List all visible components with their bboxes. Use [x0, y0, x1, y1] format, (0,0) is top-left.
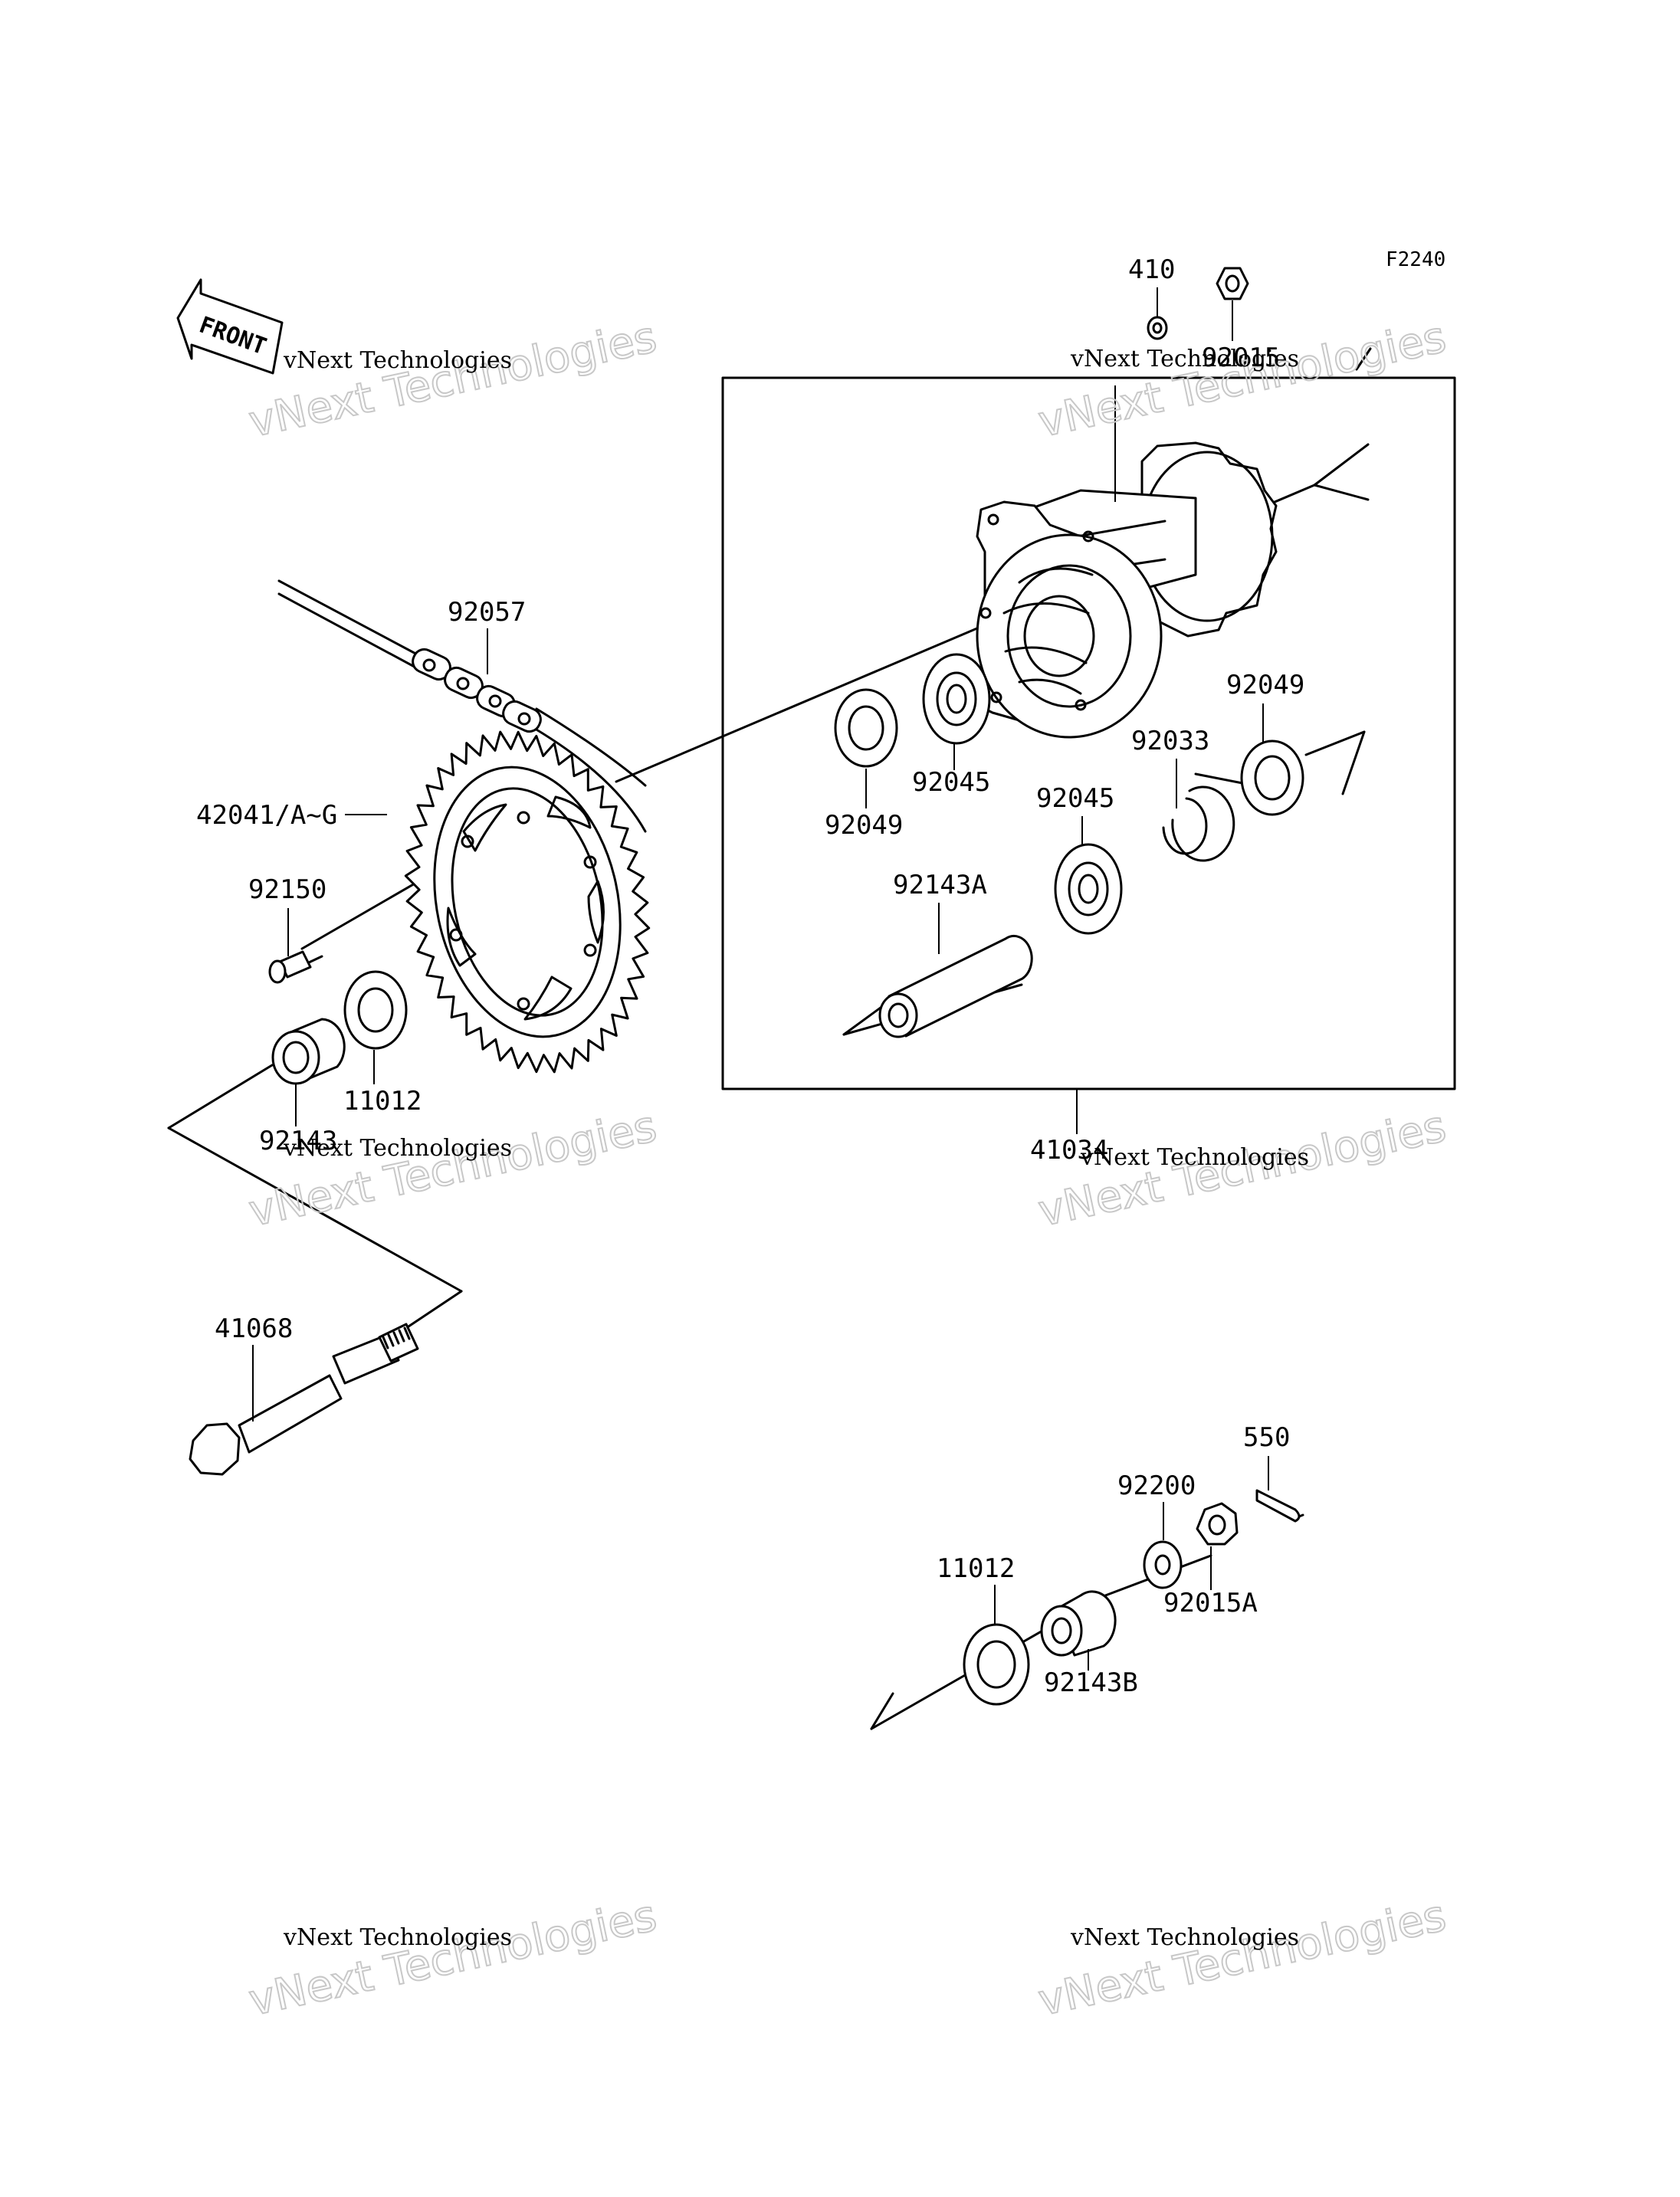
- svg-text:vNext Technologies: vNext Technologies: [283, 1135, 512, 1162]
- hub-assembly-box: [721, 376, 1456, 1090]
- label-11012-upper: 11012: [343, 1086, 422, 1117]
- label-92049-right: 92049: [1226, 670, 1304, 700]
- watermarks: vNext Technologies vNext Technologies vN…: [244, 312, 1451, 2027]
- label-92143: 92143: [259, 1126, 337, 1156]
- svg-text:vNext Technologies: vNext Technologies: [1034, 313, 1450, 448]
- svg-text:vNext Technologies: vNext Technologies: [1070, 346, 1299, 372]
- front-arrow-icon: FRONT: [176, 278, 284, 375]
- part-410-washer-icon: [1147, 316, 1168, 340]
- watermark: vNext Technologies vNext Technologies: [244, 1101, 661, 1238]
- svg-text:vNext Technologies: vNext Technologies: [244, 313, 661, 448]
- part-labels: 410 92015 92057 92049 92033 92045 92049 …: [196, 254, 1304, 1698]
- watermark: vNext Technologies vNext Technologies: [244, 312, 661, 448]
- watermark: vNext Technologies vNext Technologies: [1033, 1101, 1451, 1238]
- label-92049-left: 92049: [825, 810, 903, 841]
- label-550: 550: [1243, 1422, 1290, 1453]
- part-92045-bearing-upper-icon: [922, 653, 991, 745]
- label-92200: 92200: [1117, 1471, 1196, 1501]
- label-92015A: 92015A: [1163, 1588, 1258, 1618]
- part-92150-bolt-icon: [268, 950, 323, 984]
- svg-text:vNext Technologies: vNext Technologies: [283, 347, 512, 374]
- svg-text:vNext Technologies: vNext Technologies: [1034, 1891, 1450, 2026]
- label-92045-lower: 92045: [1036, 783, 1114, 814]
- part-92045-bearing-lower-icon: [1054, 843, 1123, 935]
- part-92033-circlip-icon: [1162, 785, 1235, 862]
- svg-text:vNext Technologies: vNext Technologies: [1080, 1144, 1309, 1171]
- part-92015-nut-icon: [1216, 267, 1249, 300]
- part-92015A-nut-icon: [1196, 1502, 1239, 1546]
- drive-chain: [277, 579, 647, 833]
- part-41068-axle-icon: [189, 1323, 419, 1476]
- label-11012-lower: 11012: [937, 1553, 1015, 1584]
- leader-lines: [252, 287, 1269, 1671]
- label-92033: 92033: [1131, 726, 1209, 756]
- part-92049-seal-right-icon: [1240, 739, 1304, 816]
- svg-text:vNext Technologies: vNext Technologies: [1070, 1924, 1299, 1951]
- rear-wheel-hub: [972, 441, 1278, 739]
- diagram-code: F2240: [1386, 248, 1445, 271]
- part-11012-washer-upper-icon: [343, 970, 408, 1050]
- label-92057: 92057: [448, 597, 526, 628]
- chain-link-icon: [412, 648, 542, 733]
- part-92049-seal-left-icon: [834, 688, 898, 768]
- label-42041: 42041/A~G: [196, 800, 337, 831]
- svg-text:vNext Technologies: vNext Technologies: [283, 1924, 512, 1951]
- part-92143A-spacer-icon: [878, 935, 1033, 1038]
- part-11012-washer-lower-icon: [963, 1623, 1030, 1706]
- rear-sprocket: [404, 730, 651, 1074]
- svg-text:vNext Technologies: vNext Technologies: [244, 1891, 661, 2026]
- label-410: 410: [1128, 254, 1175, 285]
- label-92015: 92015: [1202, 343, 1280, 373]
- watermark: vNext Technologies vNext Technologies: [1033, 312, 1451, 448]
- svg-text:vNext Technologies: vNext Technologies: [244, 1102, 661, 1237]
- part-92200-washer-icon: [1143, 1540, 1183, 1589]
- label-92143B: 92143B: [1044, 1667, 1138, 1698]
- label-92150: 92150: [248, 874, 326, 905]
- part-92143-collar-icon: [271, 1018, 346, 1085]
- watermark: vNext Technologies vNext Technologies: [244, 1890, 661, 2027]
- label-92045-upper: 92045: [912, 767, 990, 798]
- part-550-cotter-pin-icon: [1255, 1489, 1301, 1523]
- watermark: vNext Technologies vNext Technologies: [1033, 1890, 1451, 2027]
- label-41034: 41034: [1030, 1135, 1108, 1166]
- part-92143B-collar-icon: [1040, 1590, 1117, 1657]
- label-41068: 41068: [215, 1313, 293, 1344]
- label-92143A: 92143A: [893, 870, 987, 900]
